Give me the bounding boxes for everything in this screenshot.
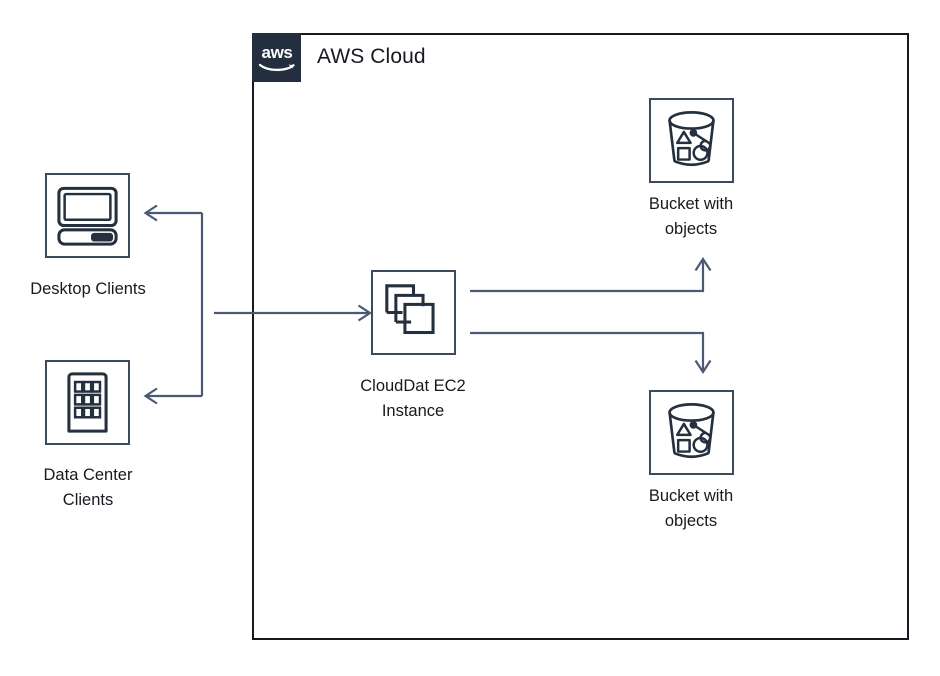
node-clouddat-ec2-instance[interactable] <box>371 270 456 355</box>
node-bucket-with-objects-top-label: Bucket with objects <box>648 195 734 238</box>
svg-text:aws: aws <box>261 43 292 62</box>
aws-cloud-boundary <box>252 33 909 640</box>
desktop-computer-icon <box>45 173 130 258</box>
ec2-instances-icon <box>371 270 456 355</box>
s3-bucket-with-objects-icon <box>649 390 734 475</box>
connector-junction-to-data-center-clients <box>143 387 202 405</box>
data-center-building-icon <box>45 360 130 445</box>
node-bucket-with-objects-bottom[interactable] <box>649 390 734 475</box>
connector-junction-to-desktop-clients <box>143 204 202 222</box>
node-desktop-clients-label: Desktop Clients <box>30 280 146 298</box>
node-data-center-clients[interactable] <box>45 360 130 445</box>
aws-cloud-label: AWS Cloud <box>317 45 426 68</box>
node-bucket-with-objects-bottom-label: Bucket with objects <box>648 487 734 530</box>
node-clouddat-ec2-instance-label: CloudDat EC2 Instance <box>360 377 466 420</box>
s3-bucket-with-objects-icon <box>649 98 734 183</box>
node-bucket-with-objects-top[interactable] <box>649 98 734 183</box>
aws-logo-icon: aws <box>252 33 301 82</box>
node-data-center-clients-label: Data Center Clients <box>43 466 133 509</box>
node-desktop-clients[interactable] <box>45 173 130 258</box>
